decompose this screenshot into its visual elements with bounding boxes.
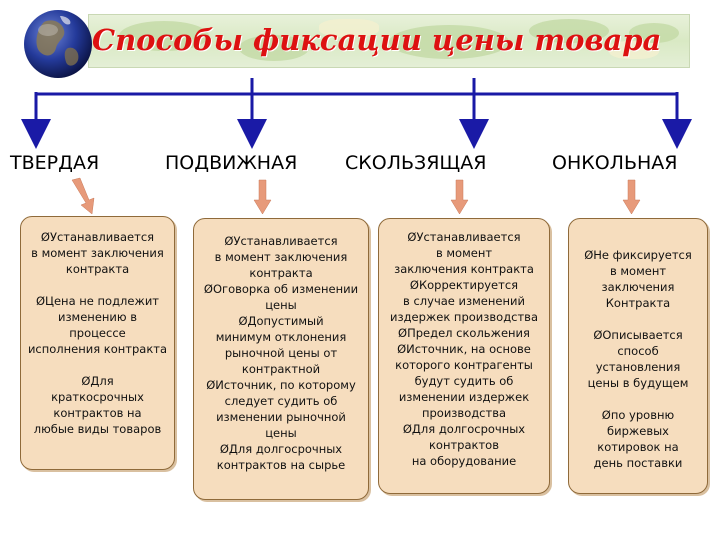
description-box-skolzyashaya: ØУстанавливается в момент заключения кон… — [378, 218, 550, 494]
box-line: контракта — [196, 265, 366, 281]
box-line: ØКорректируется — [381, 277, 547, 293]
box-line: день поставки — [571, 455, 705, 471]
box-line: производства — [381, 405, 547, 421]
box-line: на оборудование — [381, 453, 547, 469]
box-line: заключения — [571, 279, 705, 295]
box-line: исполнения контракта — [23, 341, 172, 357]
box-line: установления — [571, 359, 705, 375]
box-line: ØПредел скольжения — [381, 325, 547, 341]
box-line — [23, 357, 172, 373]
box-line: Контракта — [571, 295, 705, 311]
box-line: издержек производства — [381, 309, 547, 325]
box-line: цены в будущем — [571, 375, 705, 391]
box-line: в момент заключения — [196, 249, 366, 265]
description-box-onkolnaya: ØНе фиксируется в момент заключения Конт… — [568, 218, 708, 494]
description-box-tverdaya: ØУстанавливается в момент заключения кон… — [20, 216, 175, 470]
box-line: биржевых — [571, 423, 705, 439]
box-line: контрактной — [196, 361, 366, 377]
box-line: ØДля долгосрочных — [196, 441, 366, 457]
box-line: изменении издержек — [381, 389, 547, 405]
box-line: заключения контракта — [381, 261, 547, 277]
category-podvizhnaya: ПОДВИЖНАЯ — [165, 151, 297, 175]
box-line: процессе — [23, 325, 172, 341]
box-line: Øпо уровню — [571, 407, 705, 423]
pointer-arrows — [72, 178, 640, 214]
connector-tree — [36, 78, 677, 134]
box-line: в момент заключения — [23, 245, 172, 261]
category-tverdaya: ТВЕРДАЯ — [10, 151, 99, 175]
box-line: следует судить об — [196, 393, 366, 409]
box-line: ØИсточник, на основе — [381, 341, 547, 357]
box-line: ØЦена не подлежит — [23, 293, 172, 309]
pointer-arrow-1 — [72, 178, 94, 214]
box-line: которого контрагенты — [381, 357, 547, 373]
box-line: котировок на — [571, 439, 705, 455]
box-line: любые виды товаров — [23, 421, 172, 437]
box-line: контрактов на сырье — [196, 457, 366, 473]
box-line: ØДопустимый — [196, 313, 366, 329]
box-line: ØУстанавливается — [381, 229, 547, 245]
box-line: контрактов — [381, 437, 547, 453]
box-line: ØДля долгосрочных — [381, 421, 547, 437]
box-line: ØОписывается — [571, 327, 705, 343]
box-line: будут судить об — [381, 373, 547, 389]
box-line: ØУстанавливается — [196, 233, 366, 249]
box-line: рыночной цены от — [196, 345, 366, 361]
box-line: краткосрочных — [23, 389, 172, 405]
description-box-podvizhnaya: ØУстанавливается в момент заключения кон… — [193, 218, 369, 500]
box-line — [571, 311, 705, 327]
box-line: изменению в — [23, 309, 172, 325]
box-line: в случае изменений — [381, 293, 547, 309]
box-line: ØУстанавливается — [23, 229, 172, 245]
box-line: изменении рыночной — [196, 409, 366, 425]
box-line: минимум отклонения — [196, 329, 366, 345]
box-line — [23, 277, 172, 293]
box-line: ØОговорка об изменении — [196, 281, 366, 297]
box-line: цены — [196, 297, 366, 313]
box-line: ØИсточник, по которому — [196, 377, 366, 393]
page-title: Способы фиксации цены товара — [92, 18, 612, 62]
box-line: способ — [571, 343, 705, 359]
box-line: цены — [196, 425, 366, 441]
box-line — [571, 391, 705, 407]
box-line: контрактов на — [23, 405, 172, 421]
pointer-arrow-2 — [254, 180, 271, 214]
category-onkolnaya: ОНКОЛЬНАЯ — [552, 151, 678, 175]
box-line: в момент — [381, 245, 547, 261]
category-skolzyashaya: СКОЛЬЗЯЩАЯ — [345, 151, 486, 175]
box-line: контракта — [23, 261, 172, 277]
box-line: в момент — [571, 263, 705, 279]
pointer-arrow-4 — [623, 180, 640, 214]
box-line: ØНе фиксируется — [571, 247, 705, 263]
box-line: ØДля — [23, 373, 172, 389]
globe-icon — [22, 8, 94, 80]
pointer-arrow-3 — [451, 180, 468, 214]
